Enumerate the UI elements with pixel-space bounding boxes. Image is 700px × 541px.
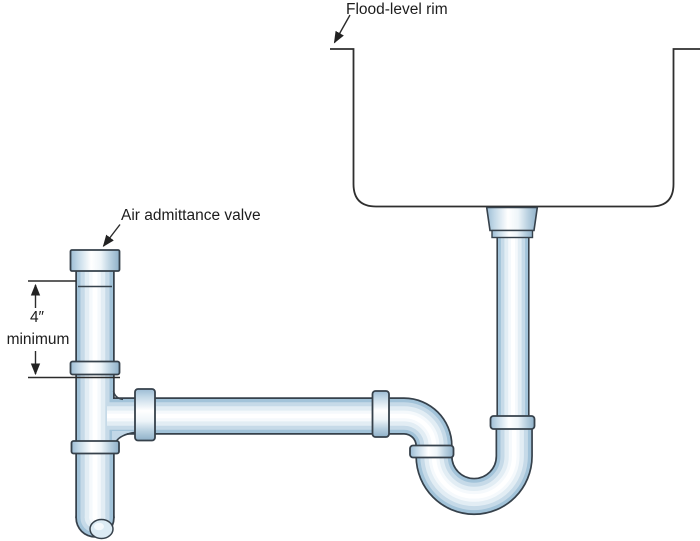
air-admittance-valve-leader [102, 224, 121, 247]
vent-coupling-ring [69, 360, 121, 376]
slip-nut-tee [134, 388, 156, 442]
dimension-4in-minimum [28, 280, 120, 379]
tee-lower-coupling [70, 440, 120, 455]
sink-basin [330, 48, 700, 208]
label-flood-level-rim: Flood-level rim [346, 1, 448, 18]
label-dimension-qualifier: minimum [6, 331, 70, 348]
flood-level-rim-leader [333, 14, 351, 44]
label-dimension-value: 4″ [29, 309, 45, 326]
sink-drain-flange [485, 206, 539, 239]
air-admittance-valve-assembly [69, 249, 121, 376]
drain-outlet [89, 518, 114, 540]
pipe-network [75, 237, 533, 538]
sink-outline [330, 48, 700, 208]
slip-nut-trap-leg [409, 444, 455, 459]
valve-cap [69, 249, 121, 272]
label-air-admittance-valve: Air admittance valve [121, 207, 261, 224]
slip-nut-tailpiece [489, 415, 536, 430]
slip-nut-drain-arm [371, 390, 390, 438]
